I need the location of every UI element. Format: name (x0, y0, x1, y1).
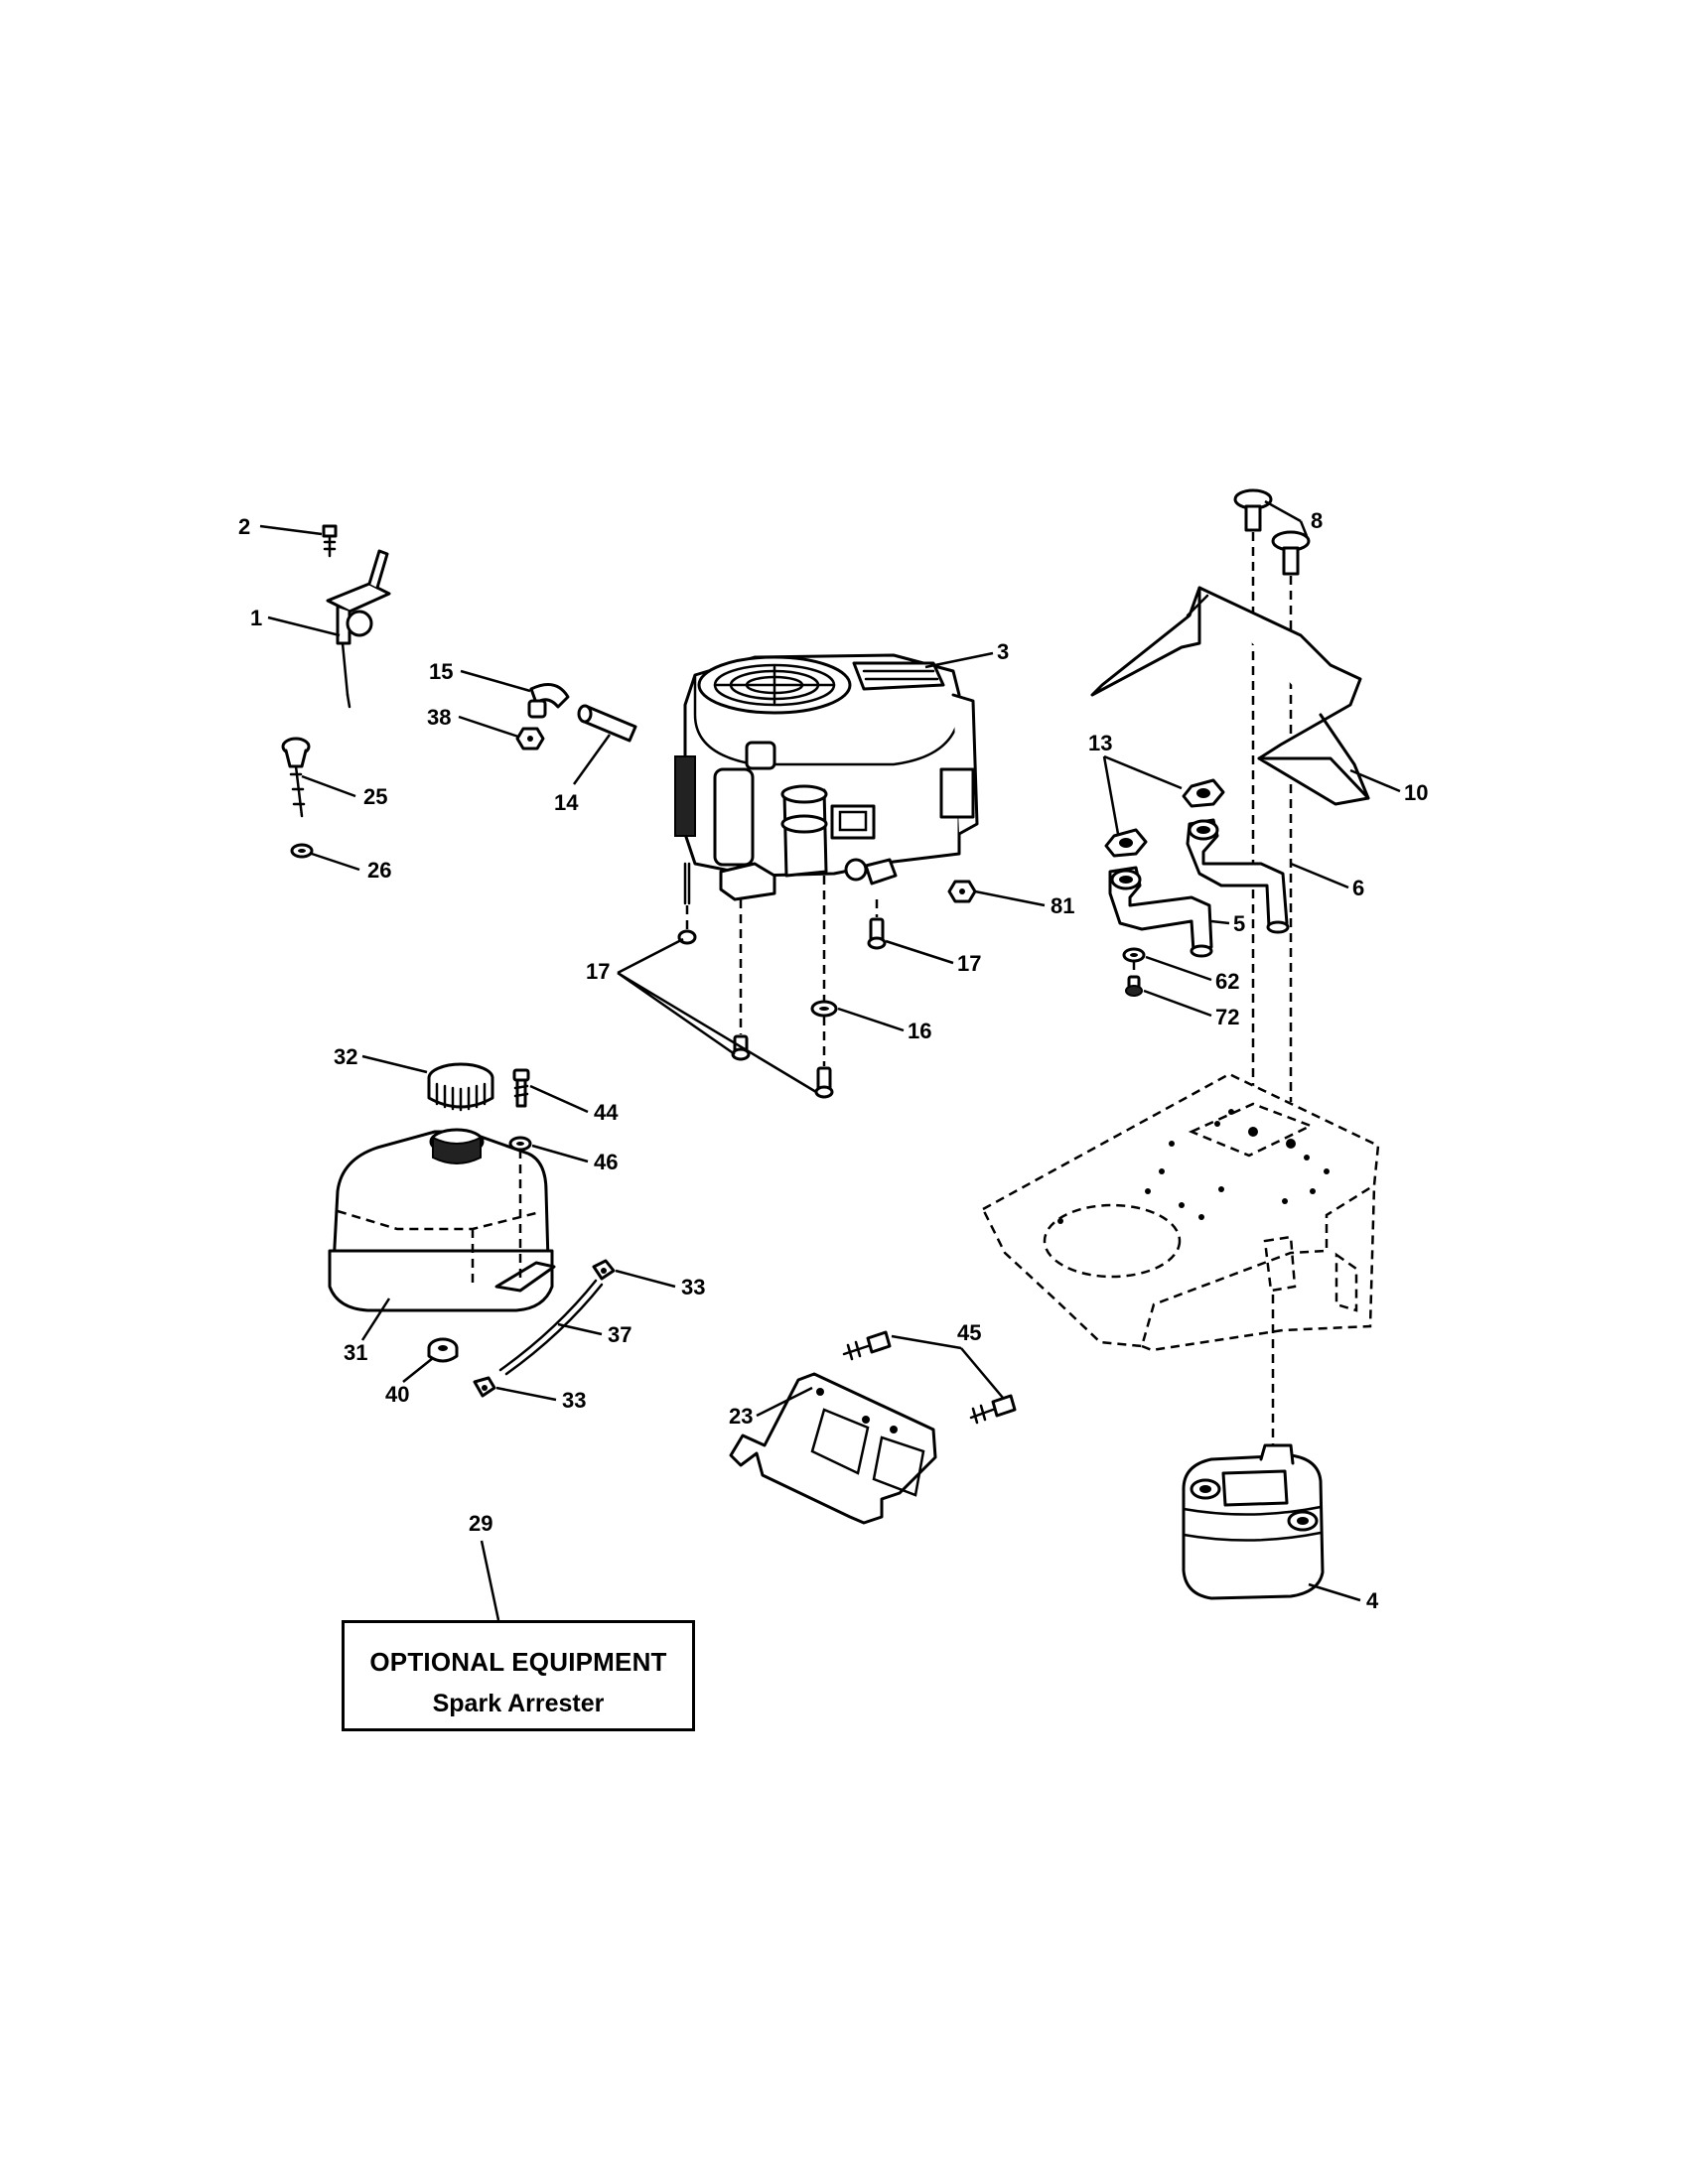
callout-72: 72 (1215, 1005, 1239, 1029)
callout-33-upper: 33 (681, 1275, 705, 1299)
callout-46: 46 (594, 1150, 618, 1174)
part-6-exhaust-pipe (1186, 818, 1290, 934)
part-25-dipstick (281, 737, 311, 818)
callout-16: 16 (908, 1019, 931, 1043)
part-2-screw (322, 524, 338, 558)
part-40-grommet (427, 1337, 459, 1363)
spark-arrester-label: Spark Arrester (432, 1690, 605, 1717)
part-45-screws (842, 1330, 1017, 1425)
callout-26: 26 (367, 858, 391, 883)
part-3-engine (674, 653, 979, 901)
part-14-hose (577, 704, 637, 743)
part-26-washer (290, 843, 314, 859)
part-17-bolt-right (867, 899, 887, 950)
callout-17-left: 17 (586, 959, 610, 984)
callout-29: 29 (469, 1511, 492, 1536)
callout-14: 14 (554, 790, 579, 815)
part-16-washer (810, 876, 838, 1018)
callout-1: 1 (250, 606, 262, 630)
optional-equipment-box: OPTIONAL EQUIPMENT Spark Arrester (342, 1620, 695, 1731)
part-10-heat-shield (1090, 586, 1370, 806)
callout-31: 31 (344, 1340, 367, 1365)
optional-equipment-title: OPTIONAL EQUIPMENT (369, 1647, 667, 1677)
part-5-exhaust-pipe (1108, 866, 1213, 958)
callout-4: 4 (1366, 1588, 1379, 1613)
callout-6: 6 (1352, 876, 1364, 900)
callout-17-right: 17 (957, 951, 981, 976)
part-8-bolts (1233, 488, 1311, 1102)
callout-15: 15 (429, 659, 453, 684)
part-46-washer (508, 1136, 532, 1281)
part-4-muffler (1182, 1295, 1325, 1600)
part-17-bolt-bottom (814, 1017, 834, 1099)
callout-25: 25 (363, 784, 387, 809)
part-13-gaskets (1104, 778, 1225, 858)
callout-40: 40 (385, 1382, 409, 1407)
part-72-screw (1125, 961, 1143, 997)
part-23-shield-plate (729, 1372, 937, 1525)
callout-45: 45 (957, 1320, 981, 1345)
callout-13: 13 (1088, 731, 1112, 755)
part-81-nut (947, 880, 977, 903)
callout-32: 32 (334, 1044, 357, 1069)
callout-labels: 2 1 3 15 38 14 25 26 81 17 17 16 8 10 13… (238, 508, 1428, 1613)
part-31-fuel-tank (328, 1128, 556, 1312)
part-33-clamp-upper (592, 1259, 616, 1281)
part-38-nut (515, 727, 545, 751)
part-44-screw (512, 1068, 530, 1108)
callout-23: 23 (729, 1404, 753, 1429)
callout-33-lower: 33 (562, 1388, 586, 1413)
part-1-throttle-control (326, 549, 391, 709)
part-37-fuel-line (498, 1279, 604, 1376)
frame-reference (981, 1072, 1380, 1352)
part-62-lockwasher (1122, 947, 1146, 963)
callout-62: 62 (1215, 969, 1239, 994)
callout-10: 10 (1404, 780, 1428, 805)
callout-8: 8 (1311, 508, 1323, 533)
callout-38: 38 (427, 705, 451, 730)
frame-holes (1057, 1109, 1330, 1224)
part-15-elbow-fitting (527, 683, 570, 719)
callout-3: 3 (997, 639, 1009, 664)
callout-5: 5 (1233, 911, 1245, 936)
part-32-fuel-cap (427, 1062, 494, 1112)
part-17-bolt-center (731, 899, 751, 1061)
callout-81: 81 (1051, 893, 1074, 918)
callout-37: 37 (608, 1322, 632, 1347)
callout-44: 44 (594, 1100, 619, 1125)
part-17-bolt-left (677, 862, 697, 945)
callout-2: 2 (238, 514, 250, 539)
part-33-clamp-lower (473, 1376, 496, 1398)
leader-lines (259, 499, 1401, 1621)
